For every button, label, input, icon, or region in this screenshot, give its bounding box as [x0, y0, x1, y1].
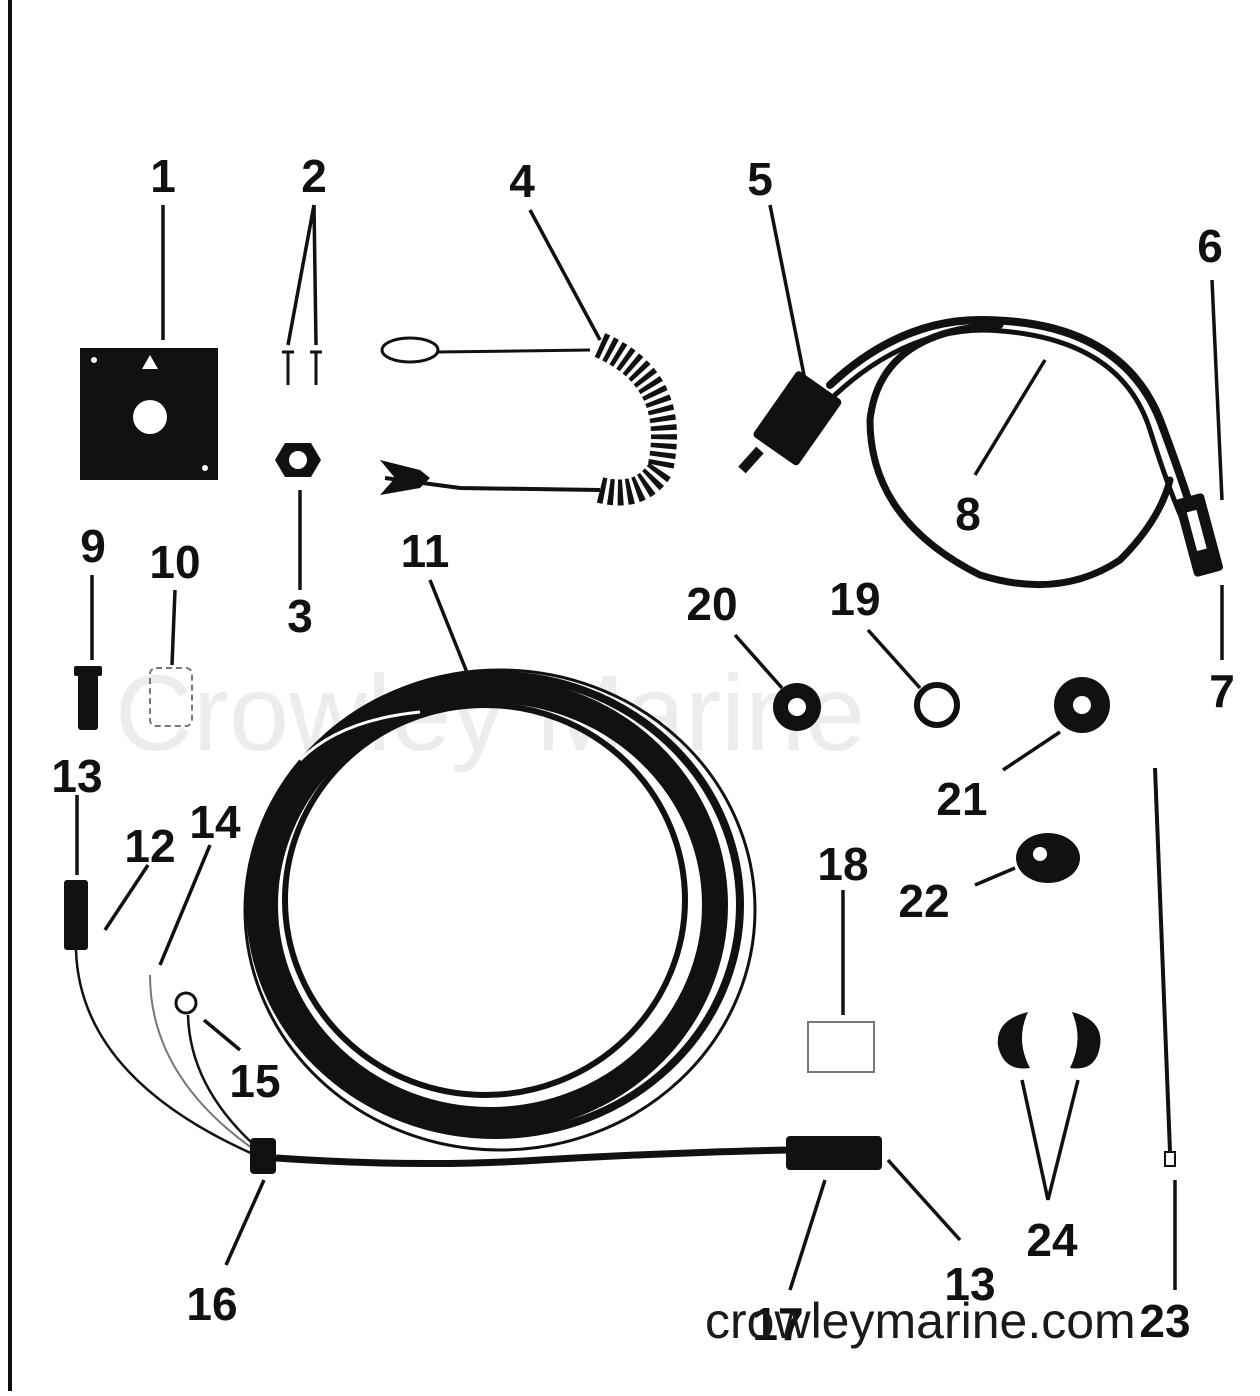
label-part-6: 6	[1197, 220, 1223, 272]
part-15-ring-terminal	[174, 991, 198, 1015]
label-part-3: 3	[287, 590, 313, 642]
label-part-14: 14	[189, 796, 241, 848]
label-part-18: 18	[817, 838, 868, 890]
part-13-connector-left	[64, 880, 88, 950]
label-part-17: 17	[752, 1298, 803, 1350]
label-part-23: 23	[1139, 1295, 1190, 1347]
part-11-wire-harness-coil	[243, 668, 757, 1152]
part-16-grommet	[250, 1138, 276, 1174]
part-24-grommet-halves	[997, 1012, 1101, 1069]
label-part-21: 21	[936, 773, 987, 825]
part-6-7-connector	[1175, 493, 1223, 577]
label-part-12: 12	[124, 820, 175, 872]
label-part-2: 2	[301, 150, 327, 202]
part-1-plate	[80, 348, 218, 480]
part-13-connector-right	[786, 1136, 882, 1170]
label-part-4: 4	[509, 155, 535, 207]
label-part-16: 16	[186, 1278, 237, 1330]
part-5-switch	[738, 371, 842, 474]
leader-lines	[75, 204, 1224, 1291]
label-part-8: 8	[955, 488, 981, 540]
label-part-7: 7	[1209, 665, 1235, 717]
part-10-sleeve	[149, 667, 193, 727]
label-part-22: 22	[898, 875, 949, 927]
label-part-1: 1	[150, 150, 176, 202]
part-19-washer	[914, 682, 960, 728]
part-8-switch-cable	[826, 315, 1204, 589]
footer-url: crowleymarine.com	[705, 1293, 1136, 1349]
part-22-bushing	[1016, 833, 1080, 883]
label-part-10: 10	[149, 536, 200, 588]
harness-leads	[64, 880, 882, 1174]
part-9-terminal	[74, 666, 102, 730]
label-part-5: 5	[747, 153, 773, 205]
part-labels: 1 2 3 4 5 6 7 8 9 10 11 12 13 14 15 16 1…	[51, 150, 1234, 1350]
label-part-20: 20	[686, 578, 737, 630]
part-2-screws	[282, 350, 322, 385]
label-part-24: 24	[1026, 1214, 1078, 1266]
part-3-nut	[275, 443, 321, 477]
label-part-9: 9	[80, 520, 106, 572]
label-part-19: 19	[829, 573, 880, 625]
part-23-rod	[1153, 767, 1176, 1167]
label-part-13-right: 13	[944, 1258, 995, 1310]
label-part-11: 11	[401, 525, 450, 577]
label-part-15: 15	[229, 1055, 280, 1107]
label-part-13-left: 13	[51, 750, 102, 802]
part-4-lanyard	[380, 333, 677, 506]
part-18-sleeve	[807, 1021, 875, 1073]
